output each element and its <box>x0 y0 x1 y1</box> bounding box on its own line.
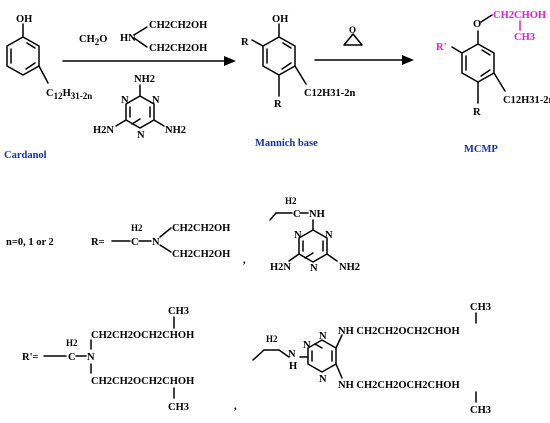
svg-text:N: N <box>137 130 145 141</box>
svg-text:N: N <box>303 340 311 351</box>
diethanolamine-hn: HN <box>120 33 136 44</box>
mannich-oh: OH <box>272 14 288 25</box>
n-values: n=0, 1 or 2 <box>6 237 54 248</box>
mannich-base-structure: OH R R C12H31-2n Mannich base <box>241 14 355 149</box>
r-arm-1: CH2CH2OH <box>172 223 230 234</box>
rp2-ch3-top: CH3 <box>470 302 491 313</box>
mannich-chain: C12H31-2n <box>304 88 355 99</box>
r-arm-2: CH2CH2OH <box>172 249 230 260</box>
reaction-arrow-2: O <box>314 25 414 65</box>
rp2-ch3-bottom: CH3 <box>470 405 491 416</box>
svg-text:H: H <box>289 361 297 372</box>
rp-arm-1: CH2CH2OCH2CHOH <box>91 330 194 341</box>
svg-text:N: N <box>87 352 95 363</box>
cardanol-oh: OH <box>16 14 32 25</box>
cardanol-structure: OH C12H31-2n Cardanol <box>4 14 92 161</box>
melamine-nh2-top: NH2 <box>134 74 155 85</box>
svg-text:O: O <box>349 25 356 35</box>
dea-arm-1: CH2CH2OH <box>149 20 207 31</box>
mannich-r-top: R <box>241 37 249 48</box>
svg-text:C: C <box>68 352 76 363</box>
dea-bond-down <box>133 37 148 48</box>
mannich-benzene-ring <box>262 36 296 76</box>
epoxide-icon <box>343 33 363 46</box>
svg-text:N: N <box>319 374 327 385</box>
r-prime-label: R'= <box>22 352 39 363</box>
svg-text:H2: H2 <box>285 196 297 206</box>
r-nh2-left: H2N <box>270 262 291 273</box>
mcmp-structure: O CH2CHOH CH3 R' R C12H31-2n MCMP <box>436 10 550 155</box>
mcmp-benzene-ring <box>461 43 495 83</box>
mcmp-name: MCMP <box>464 144 498 155</box>
rp-ch3-top: CH3 <box>168 306 189 317</box>
reaction-arrow-1 <box>62 56 236 66</box>
svg-text:H2: H2 <box>66 338 78 348</box>
svg-text:N: N <box>294 230 302 241</box>
mcmp-chain: C12H31-2n <box>503 95 550 106</box>
cardanol-ring-double-bond <box>26 42 36 49</box>
mcmp-methyl: CH3 <box>514 32 535 43</box>
rp-nh-arm-2: NH CH2CH2OCH2CHOH <box>338 380 460 391</box>
r-nh2-right: NH2 <box>339 262 360 273</box>
svg-text:N: N <box>288 349 296 360</box>
svg-text:N: N <box>152 95 160 106</box>
cardanol-benzene-ring <box>6 36 40 76</box>
mcmp-substituent: CH2CHOH <box>493 10 546 21</box>
svg-text:N: N <box>319 331 327 342</box>
melamine-nh2-left: H2N <box>93 125 114 136</box>
svg-text:C: C <box>131 237 139 248</box>
mcmp-r-bottom: R <box>473 107 481 118</box>
svg-text:C: C <box>293 209 301 220</box>
cardanol-chain-label: C12H31-2n <box>46 88 92 101</box>
svg-text:NH: NH <box>309 209 325 220</box>
dea-arm-2: CH2CH2OH <box>149 43 207 54</box>
mannich-r-bottom: R <box>274 99 282 110</box>
mcmp-ether-o: O <box>473 19 481 30</box>
cardanol-chain-bond <box>38 65 49 84</box>
r-triazine-ring <box>298 229 328 263</box>
svg-text:,: , <box>234 401 237 412</box>
svg-text:,: , <box>243 255 246 266</box>
svg-text:H2: H2 <box>266 334 278 344</box>
r-definition: n=0, 1 or 2 R= H2 C N CH2CH2OH CH2CH2OH … <box>6 196 360 274</box>
reagents: CH2O HN CH2CH2OH CH2CH2OH <box>79 20 207 54</box>
r-prime-definition: R'= H2 C N CH2CH2OCH2CHOH CH2CH2OCH2CHOH… <box>22 302 491 416</box>
mcmp-r-prime: R' <box>436 42 447 53</box>
mannich-base-name: Mannich base <box>255 138 318 149</box>
melamine-triazine-ring <box>125 95 155 129</box>
cardanol-ring-double-bond <box>25 62 36 70</box>
svg-text:N: N <box>152 237 160 248</box>
svg-text:N: N <box>325 230 333 241</box>
formaldehyde-label: CH2O <box>79 34 107 47</box>
rp-nh-arm-1: NH CH2CH2OCH2CHOH <box>338 326 460 337</box>
svg-text:H2: H2 <box>131 223 143 233</box>
svg-text:N: N <box>121 95 129 106</box>
rp-ch3-bottom: CH3 <box>168 402 189 413</box>
r-label: R= <box>91 237 105 248</box>
rp-arm-2: CH2CH2OCH2CHOH <box>91 376 194 387</box>
dea-bond-up <box>133 26 148 36</box>
cardanol-name: Cardanol <box>4 150 47 161</box>
svg-text:N: N <box>310 263 318 274</box>
melamine-nh2-right: NH2 <box>165 125 186 136</box>
melamine-structure: NH2 N N N H2N NH2 <box>93 74 186 141</box>
